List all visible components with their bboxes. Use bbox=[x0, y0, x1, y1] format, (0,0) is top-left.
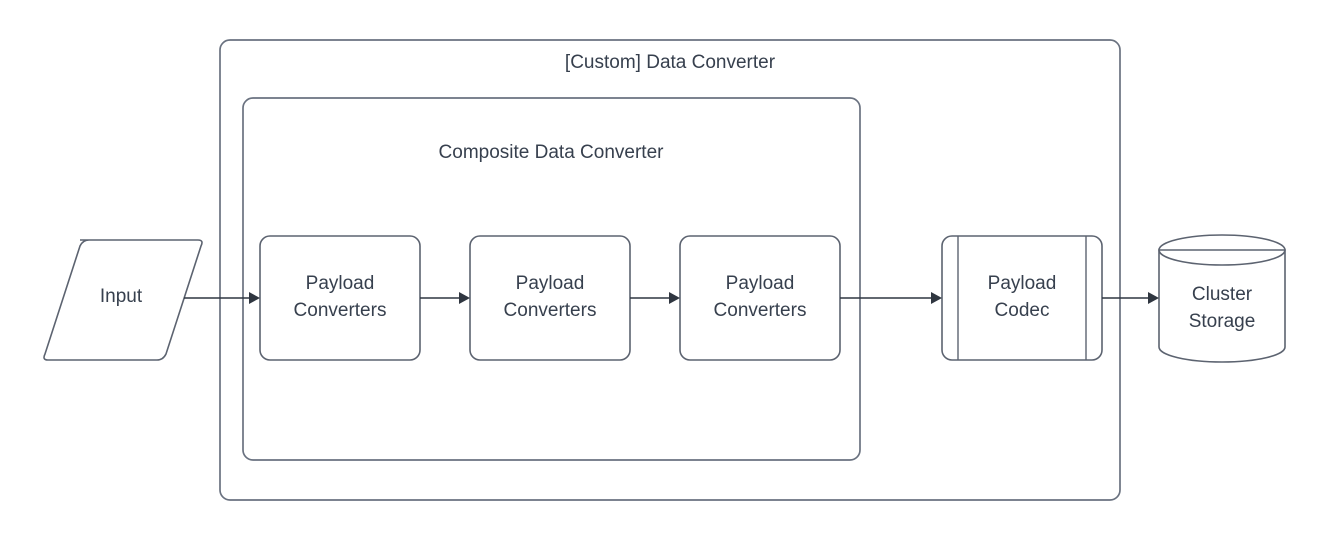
payload-converters-2-shape bbox=[469, 235, 631, 361]
payload-converters-1-label-line2: Converters bbox=[294, 300, 387, 321]
edge-pc3-to-codec-arrowhead bbox=[931, 292, 942, 304]
node-payload-converters-2[interactable]: Payload Converters bbox=[469, 235, 631, 361]
edge-payload-converters-3-to-codec bbox=[840, 292, 942, 304]
edge-pc2-to-pc3-arrowhead bbox=[669, 292, 680, 304]
cluster-storage-label-line1: Cluster bbox=[1192, 284, 1253, 305]
payload-converters-2-label-line2: Converters bbox=[504, 300, 597, 321]
payload-converters-1-shape bbox=[259, 235, 421, 361]
payload-codec-label-line2: Codec bbox=[995, 300, 1050, 321]
edge-input-to-payload-converters-1 bbox=[184, 292, 260, 304]
cluster-storage-label-line2: Storage bbox=[1189, 311, 1256, 332]
composite-data-converter-label: Composite Data Converter bbox=[439, 142, 665, 163]
composite-data-converter-border bbox=[242, 97, 861, 461]
payload-codec-shape bbox=[941, 235, 1103, 361]
edge-payload-converters-1-to-2 bbox=[420, 292, 470, 304]
edge-codec-to-cluster-storage bbox=[1102, 292, 1159, 304]
cluster-storage-body bbox=[1158, 249, 1286, 363]
container-composite-data-converter[interactable]: Composite Data Converter bbox=[242, 97, 861, 461]
node-payload-converters-1[interactable]: Payload Converters bbox=[259, 235, 421, 361]
container-custom-data-converter[interactable]: [Custom] Data Converter bbox=[219, 39, 1121, 501]
payload-converters-3-label-line2: Converters bbox=[714, 300, 807, 321]
edge-payload-converters-2-to-3 bbox=[630, 292, 680, 304]
custom-data-converter-border bbox=[219, 39, 1121, 501]
node-input[interactable]: Input bbox=[43, 239, 203, 361]
cluster-storage-top-ellipse bbox=[1158, 234, 1286, 266]
node-cluster-storage[interactable]: Cluster Storage bbox=[1158, 234, 1286, 363]
node-payload-codec[interactable]: Payload Codec bbox=[941, 235, 1103, 361]
payload-converters-3-label-line1: Payload bbox=[726, 273, 795, 294]
payload-converters-3-shape bbox=[679, 235, 841, 361]
edge-pc1-to-pc2-arrowhead bbox=[459, 292, 470, 304]
payload-codec-label-line1: Payload bbox=[988, 273, 1057, 294]
node-payload-converters-3[interactable]: Payload Converters bbox=[679, 235, 841, 361]
payload-converters-1-label-line1: Payload bbox=[306, 273, 375, 294]
edge-input-to-pc1-arrowhead bbox=[249, 292, 260, 304]
custom-data-converter-label: [Custom] Data Converter bbox=[565, 52, 776, 73]
input-shape bbox=[43, 239, 203, 361]
input-label: Input bbox=[100, 286, 143, 307]
payload-converters-2-label-line1: Payload bbox=[516, 273, 585, 294]
edge-codec-to-storage-arrowhead bbox=[1148, 292, 1159, 304]
